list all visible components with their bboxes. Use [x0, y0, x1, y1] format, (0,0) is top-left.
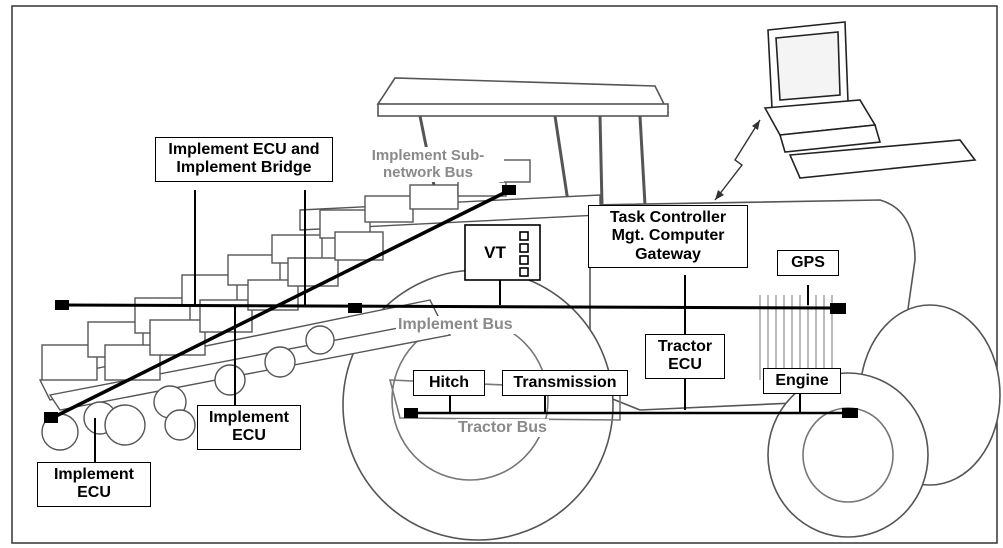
- label-implement-ecu-left: Implement ECU: [37, 462, 151, 507]
- label-task-controller: Task Controller Mgt. Computer Gateway: [588, 205, 748, 269]
- wireless-link: [714, 119, 761, 201]
- label-implement-ecu-mid: Implement ECU: [197, 405, 301, 450]
- office-computer: [763, 21, 977, 179]
- label-vt: VT: [484, 243, 506, 262]
- label-implement-subnetwork-bus: Implement Sub- network Bus: [352, 147, 504, 182]
- label-hitch: Hitch: [413, 370, 485, 397]
- implement-subnetwork-bus-line: [51, 188, 511, 420]
- label-implement-bus: Implement Bus: [396, 316, 515, 335]
- vt-terminal: [464, 224, 541, 281]
- label-tractor-bus: Tractor Bus: [456, 419, 549, 438]
- label-tractor-ecu: Tractor ECU: [645, 334, 725, 379]
- label-transmission: Transmission: [502, 370, 628, 397]
- label-engine: Engine: [763, 368, 841, 395]
- planter: [38, 159, 601, 451]
- implement-bus-line: [61, 303, 841, 310]
- label-gps: GPS: [777, 250, 839, 277]
- label-implement-ecu-bridge: Implement ECU and Implement Bridge: [155, 137, 333, 182]
